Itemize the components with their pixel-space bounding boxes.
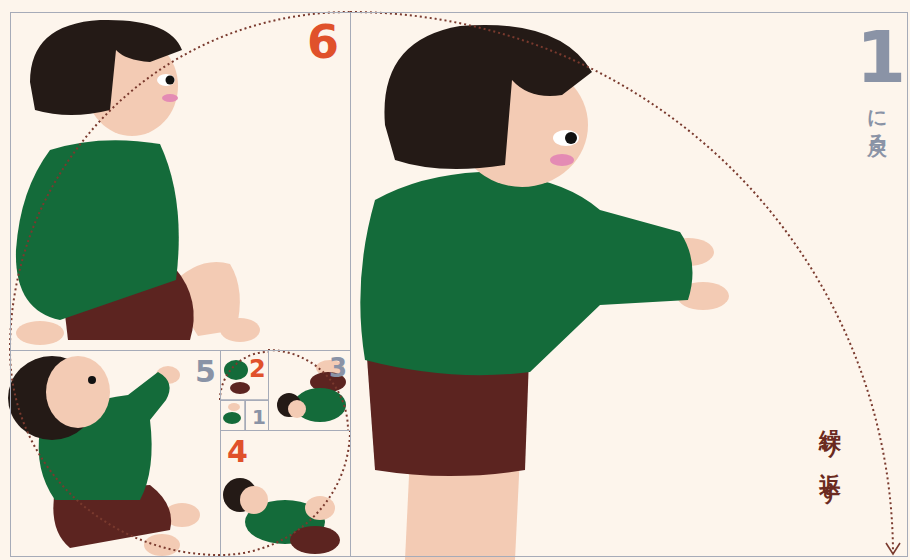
curled-figure — [223, 478, 340, 554]
reclining-figure — [8, 356, 200, 556]
step-panel: 1 に戻る繰り返す — [350, 12, 908, 557]
eye — [157, 74, 175, 86]
step-number: 5 — [195, 357, 216, 387]
step-number: 6 — [307, 19, 339, 65]
face — [46, 356, 110, 428]
arc — [10, 350, 220, 555]
hair — [30, 20, 182, 115]
grid-lines — [220, 400, 268, 430]
foot — [144, 534, 180, 556]
step-panel: 4 — [220, 430, 351, 557]
cheek — [162, 94, 178, 102]
shorts — [290, 526, 340, 554]
arc — [220, 352, 268, 400]
eye — [553, 130, 579, 146]
face — [240, 486, 268, 514]
step-panel: 5 — [10, 350, 221, 557]
arrow-head — [886, 543, 900, 554]
arc — [268, 350, 348, 430]
shorts — [230, 382, 250, 394]
step-panel: 6 — [10, 12, 351, 351]
big-figure — [360, 25, 729, 560]
cheek — [550, 154, 574, 166]
instruction-text: に戻る — [867, 97, 887, 143]
arc — [10, 12, 350, 350]
step-number: 2 — [249, 357, 266, 381]
hair — [384, 25, 592, 169]
arc — [350, 12, 893, 553]
pupil — [166, 76, 175, 85]
step-number: 4 — [227, 437, 248, 467]
sitting-figure — [16, 20, 260, 345]
sweater — [360, 172, 692, 375]
sweater — [223, 412, 241, 424]
step-panel: 3 — [268, 350, 351, 431]
sweater — [16, 140, 179, 320]
foot — [220, 318, 260, 342]
step-number: 3 — [329, 355, 347, 381]
arc — [220, 430, 350, 555]
spiral-arc — [10, 12, 893, 555]
step-panel: 1 — [245, 400, 269, 431]
pupil — [88, 376, 96, 384]
foot — [16, 321, 64, 345]
step-number: 1 — [856, 21, 906, 93]
legs — [228, 403, 240, 411]
face — [288, 400, 306, 418]
pupil — [565, 132, 577, 144]
step-panel: 2 — [220, 350, 269, 401]
step-number: 1 — [252, 407, 266, 427]
instruction-text: 繰り返す — [819, 411, 841, 501]
knee — [305, 496, 335, 520]
